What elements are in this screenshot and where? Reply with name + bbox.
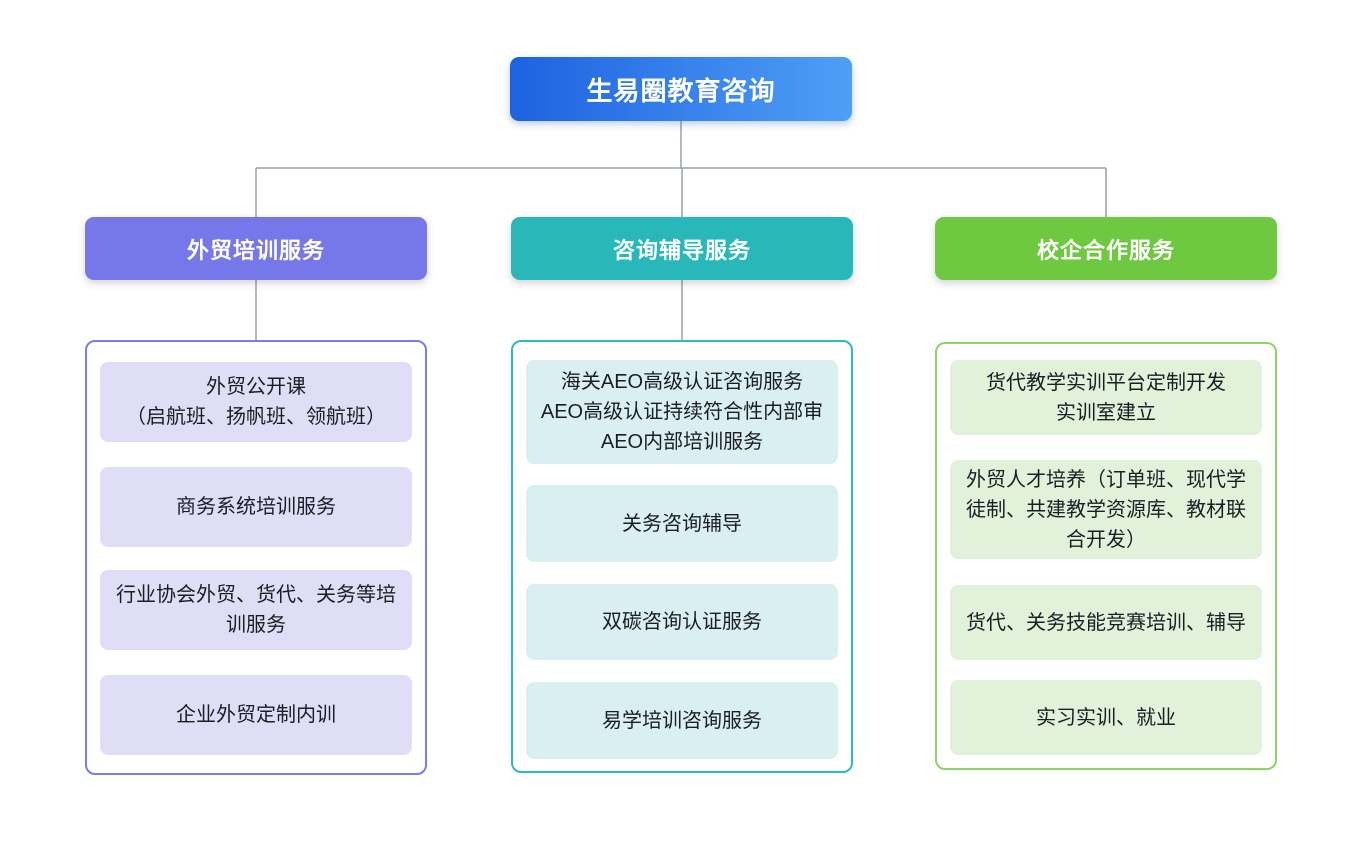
node-yixue-training[interactable]: 易学培训咨询服务 [526,682,838,759]
branch-header-label: 咨询辅导服务 [612,237,751,263]
node-open-course[interactable]: 外贸公开课 （启航班、扬帆班、领航班） [100,362,412,442]
node-enterprise-custom-training[interactable]: 企业外贸定制内训 [100,675,412,755]
node-dual-carbon[interactable]: 双碳咨询认证服务 [526,584,838,660]
branch-group-school-enterprise: 货代教学实训平台定制开发 实训室建立 外贸人才培养（订单班、现代学 徒制、共建教… [935,342,1277,770]
node-internship-employment[interactable]: 实习实训、就业 [950,680,1262,755]
branch-header-school-enterprise[interactable]: 校企合作服务 [935,217,1277,280]
root-node[interactable]: 生易圈教育咨询 [510,57,852,121]
branch-header-consulting[interactable]: 咨询辅导服务 [511,217,853,280]
branch-header-trade-training[interactable]: 外贸培训服务 [85,217,427,280]
node-business-system-training[interactable]: 商务系统培训服务 [100,467,412,547]
node-association-training[interactable]: 行业协会外贸、货代、关务等培 训服务 [100,570,412,650]
node-skill-competition[interactable]: 货代、关务技能竞赛培训、辅导 [950,585,1262,660]
branch-header-label: 外贸培训服务 [186,237,325,263]
branch-header-label: 校企合作服务 [1036,237,1175,263]
node-training-platform[interactable]: 货代教学实训平台定制开发 实训室建立 [950,360,1262,435]
branch-group-trade-training: 外贸公开课 （启航班、扬帆班、领航班） 商务系统培训服务 行业协会外贸、货代、关… [85,340,427,775]
node-customs-consulting[interactable]: 关务咨询辅导 [526,485,838,562]
node-aeo-certification[interactable]: 海关AEO高级认证咨询服务 AEO高级认证持续符合性内部审 AEO内部培训服务 [526,360,838,464]
node-talent-cultivation[interactable]: 外贸人才培养（订单班、现代学 徒制、共建教学资源库、教材联 合开发） [950,460,1262,559]
branch-group-consulting: 海关AEO高级认证咨询服务 AEO高级认证持续符合性内部审 AEO内部培训服务 … [511,340,853,773]
root-node-label: 生易圈教育咨询 [586,75,776,106]
